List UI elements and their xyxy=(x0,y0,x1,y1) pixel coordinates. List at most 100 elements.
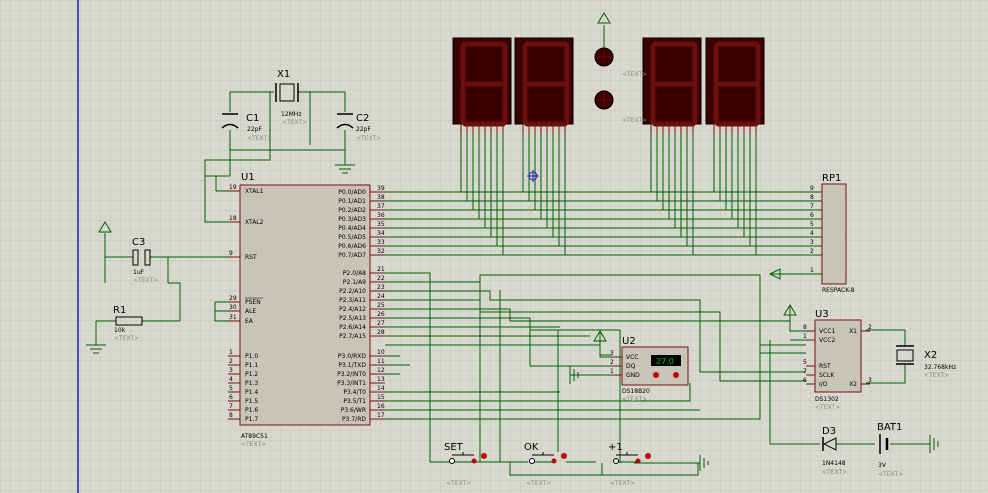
diode-d3-part: 1N4148 xyxy=(822,460,846,467)
u1-pin-name: P0.0/AD0 xyxy=(338,189,366,196)
push-button-3[interactable]: +1<TEXT> xyxy=(608,442,651,487)
probe-marker[interactable] xyxy=(527,170,539,182)
u1-microcontroller[interactable]: U1 AT89C51 <TEXT> 19XTAL118XTAL29RST29PS… xyxy=(228,172,385,448)
u2-part: DS18B20 xyxy=(622,388,650,395)
seven-segment-digit-4[interactable] xyxy=(705,37,765,134)
u1-pin-number: 38 xyxy=(377,194,385,201)
u1-pin-name: P2.5/A13 xyxy=(339,315,366,322)
u1-pin-name: P3.2/INT0 xyxy=(337,371,366,378)
u3-rtc[interactable]: U3 DS1302 <TEXT> 8VCC11VCC25RST7SCLK6I/O… xyxy=(803,309,872,411)
u1-pin-number: 2 xyxy=(229,358,233,365)
u1-pin-name: P2.3/A11 xyxy=(339,297,366,304)
u1-pin-name: RST xyxy=(245,254,257,261)
resistor-r1-body xyxy=(115,316,143,326)
push-button-terminal xyxy=(551,458,557,464)
u3-pin-number: 3 xyxy=(868,377,872,384)
display-text-tags: <TEXT> <TEXT> xyxy=(622,71,647,124)
u1-pin-name: P3.7/RD xyxy=(342,416,366,423)
u1-pin-number: 1 xyxy=(229,349,233,356)
u1-pin-name: XTAL2 xyxy=(245,219,264,226)
u1-pin-number: 16 xyxy=(377,403,385,410)
capacitor-c2[interactable]: C2 22pF <TEXT> xyxy=(336,113,381,142)
diode-d3-ref: D3 xyxy=(822,426,836,437)
u1-pin-name: P3.4/T0 xyxy=(343,389,366,396)
diode-d3-body xyxy=(822,437,837,451)
u3-pin-name: X2 xyxy=(849,381,857,388)
u1-pin-number: 21 xyxy=(377,266,385,273)
u2-pin-name: GND xyxy=(626,372,640,379)
u1-pin-name: P2.2/A10 xyxy=(339,288,366,295)
u3-pin-name: SCLK xyxy=(819,372,835,379)
power-arrow-u2 xyxy=(593,330,607,342)
resistor-r1-ref: R1 xyxy=(113,305,126,316)
capacitor-c2-ref: C2 xyxy=(356,113,369,124)
crystal-x1-body xyxy=(279,83,295,102)
u1-body xyxy=(239,184,371,426)
u1-pin-name: P3.1/TXD xyxy=(338,362,366,369)
u1-pin-name: P3.6/WR xyxy=(341,407,366,414)
u2-up-button[interactable] xyxy=(673,372,679,378)
u1-pin-name: XTAL1 xyxy=(245,188,264,195)
rp1-pin-number: 9 xyxy=(810,185,814,192)
u1-pin-name: P0.2/AD2 xyxy=(338,207,366,214)
capacitor-c1-value: 22pF xyxy=(247,126,262,133)
u1-pin-number: 11 xyxy=(377,358,385,365)
u1-left-pins: 19XTAL118XTAL29RST29PSEN30ALE31EA1P1.02P… xyxy=(228,184,264,423)
u1-pin-number: 4 xyxy=(229,376,233,383)
seven-segment-digit-3[interactable] xyxy=(642,37,702,134)
diode-d3[interactable]: D3 1N4148 <TEXT> xyxy=(822,426,847,476)
push-button-click-indicator[interactable] xyxy=(645,453,651,459)
push-button-1[interactable]: SET<TEXT> xyxy=(444,442,487,487)
u1-pin-name: EA xyxy=(245,318,254,325)
rp1-ref: RP1 xyxy=(822,173,841,184)
crystal-x2-text-tag: <TEXT> xyxy=(924,372,949,379)
u1-pin-name: P3.5/T1 xyxy=(343,398,366,405)
u2-pin-name: VCC xyxy=(626,354,638,361)
u3-pin-number: 1 xyxy=(803,333,807,340)
capacitor-c3-body-right xyxy=(144,249,151,266)
u1-pin-number: 18 xyxy=(229,215,237,222)
rp1-body xyxy=(821,183,847,285)
capacitor-c3[interactable]: C3 1uF <TEXT> xyxy=(132,237,158,284)
capacitor-c1[interactable]: C1 22pF <TEXT> xyxy=(221,113,272,142)
rp1-pin-number: 7 xyxy=(810,203,814,210)
crystal-x2-body xyxy=(896,349,914,362)
push-button-click-indicator[interactable] xyxy=(481,453,487,459)
u1-pin-number: 33 xyxy=(377,239,385,246)
crystal-x2[interactable]: X2 32.768kHz <TEXT> xyxy=(896,345,956,379)
display-text-tag-2: <TEXT> xyxy=(622,117,647,124)
capacitor-c3-body-left xyxy=(132,249,139,266)
resistor-r1[interactable]: R1 10k <TEXT> xyxy=(113,305,143,342)
u1-pin-number: 32 xyxy=(377,248,385,255)
u1-pin-name: P2.1/A9 xyxy=(343,279,366,286)
u1-text-tag: <TEXT> xyxy=(241,441,266,448)
u1-pin-name: ALE xyxy=(245,308,256,315)
u1-pin-number: 35 xyxy=(377,221,385,228)
rp1-pin-number: 5 xyxy=(810,221,814,228)
u1-pin-name: P1.2 xyxy=(245,371,258,378)
push-button-2[interactable]: OK<TEXT> xyxy=(524,442,567,487)
seven-segment-digit-2[interactable] xyxy=(514,37,574,134)
battery-bat1[interactable]: BAT1 3V <TEXT> xyxy=(877,422,903,478)
u1-pin-name: PSEN xyxy=(245,299,261,306)
u2-down-button[interactable] xyxy=(653,372,659,378)
crystal-x1-value: 12MHz xyxy=(281,111,301,118)
crystal-x1[interactable]: X1 12MHz <TEXT> xyxy=(275,69,307,126)
colon-dots[interactable] xyxy=(594,12,614,110)
u3-part: DS1302 xyxy=(815,396,839,403)
capacitor-c2-value: 22pF xyxy=(356,126,371,133)
seven-segment-digit-1[interactable] xyxy=(452,37,512,134)
capacitor-c1-ref: C1 xyxy=(246,113,259,124)
u3-pin-name: RST xyxy=(819,363,831,370)
crystal-x1-ref: X1 xyxy=(277,69,290,80)
push-button-text-tag: <TEXT> xyxy=(526,480,551,487)
seven-segment-displays[interactable] xyxy=(452,37,765,134)
u2-lcd xyxy=(651,355,681,366)
u1-pin-number: 13 xyxy=(377,376,385,383)
push-button-click-indicator[interactable] xyxy=(561,453,567,459)
